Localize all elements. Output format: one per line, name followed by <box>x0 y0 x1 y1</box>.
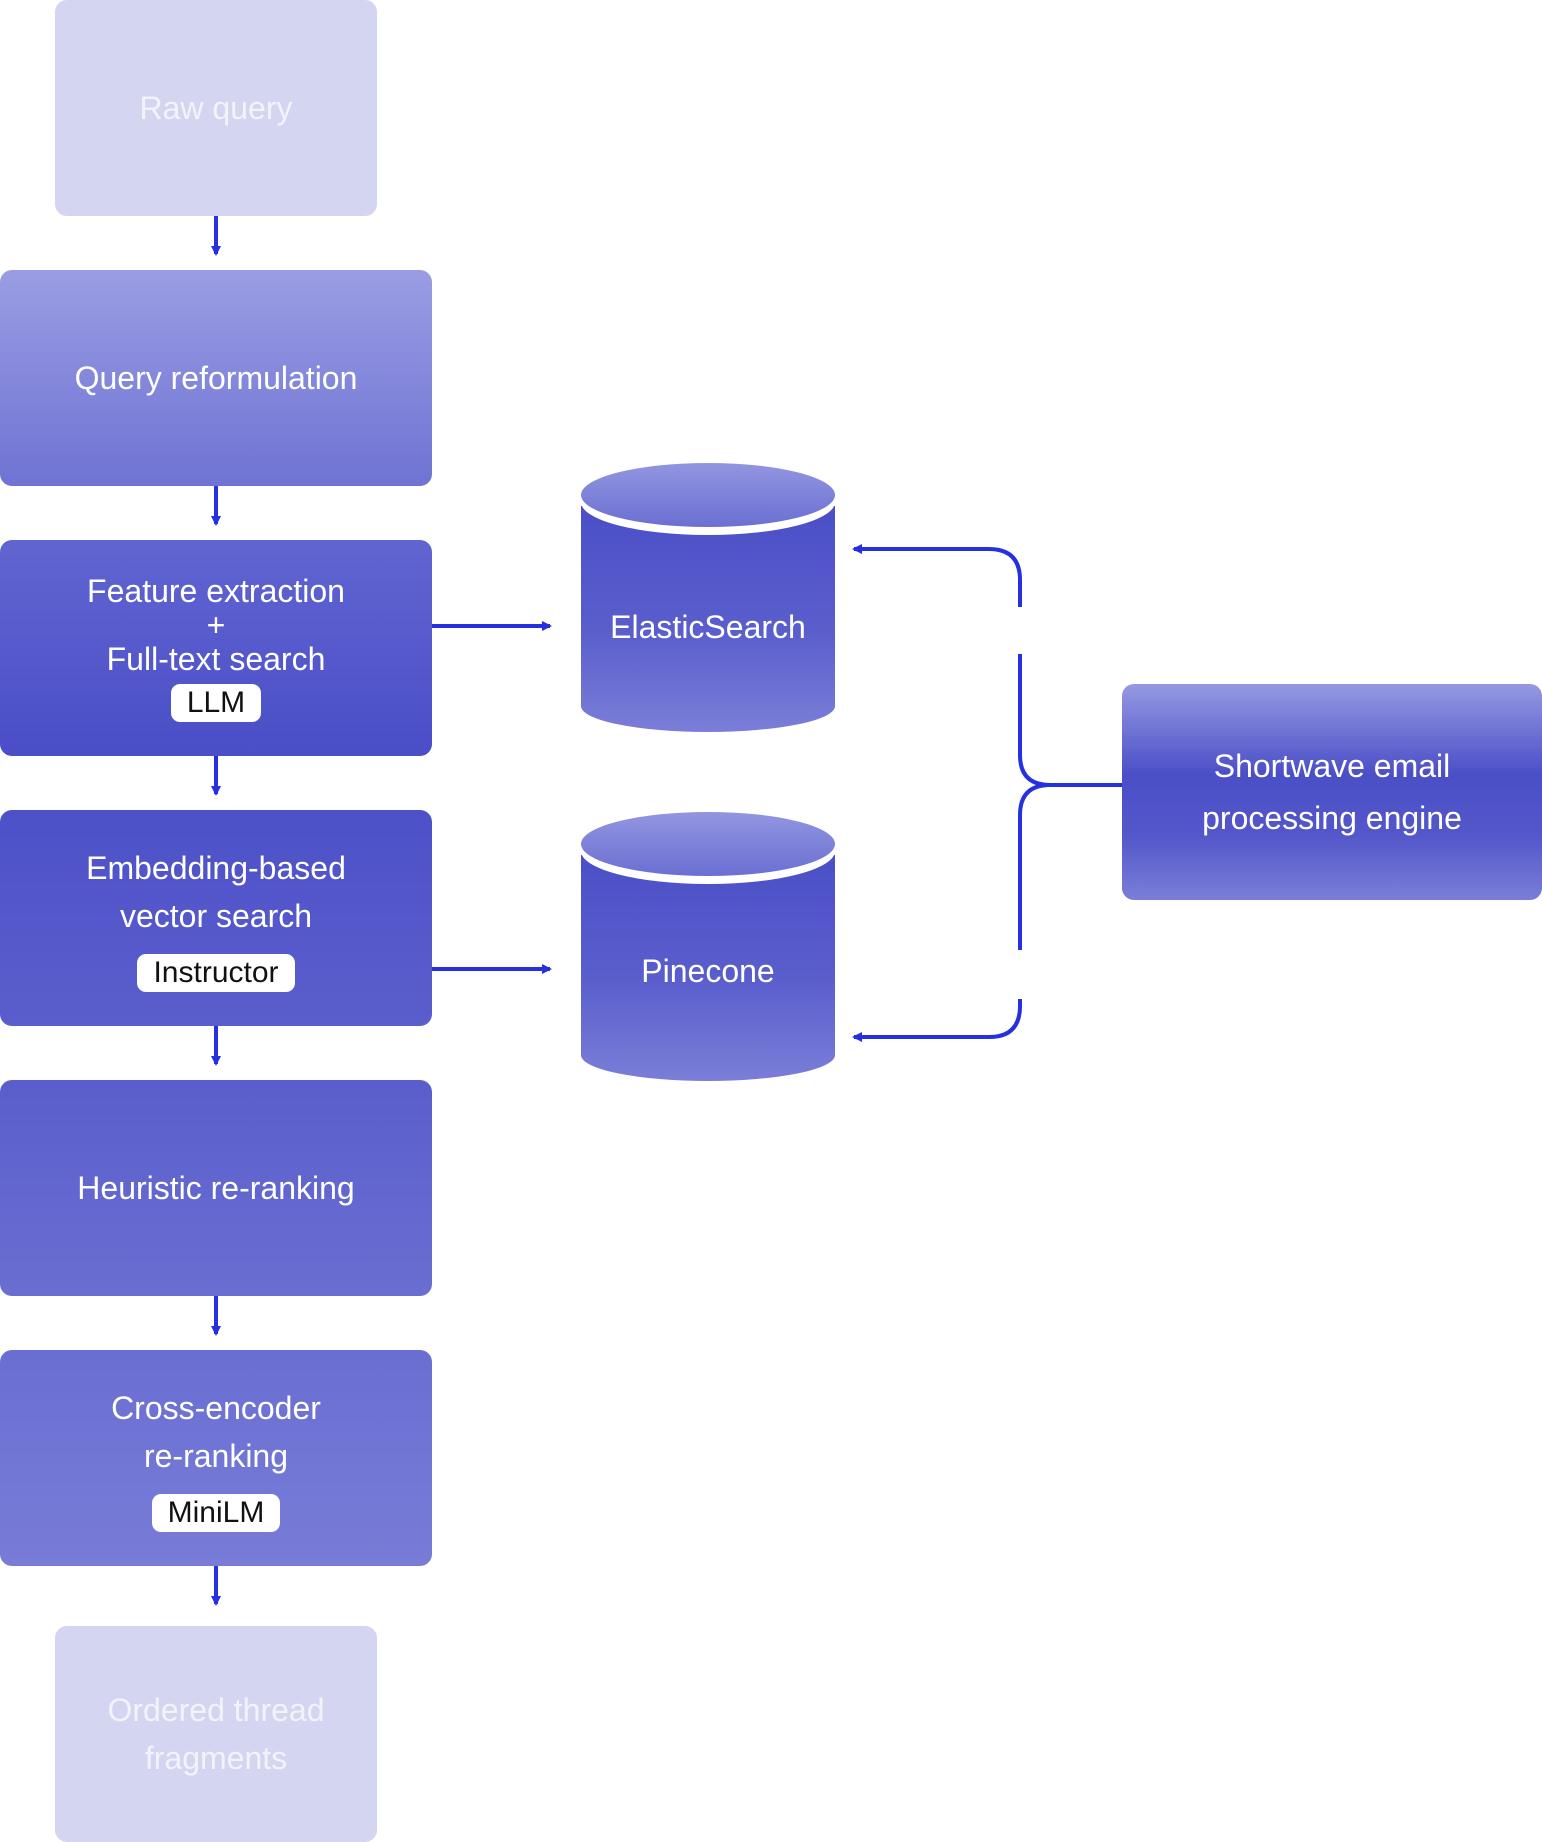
shortwave-engine-label: Shortwave email processing engine <box>1202 748 1462 836</box>
query-reformulation-box: Query reformulation <box>0 270 432 486</box>
cross-encoder-label: Cross-encoder re-ranking <box>111 1390 321 1474</box>
arrow-engine-to-pinecone <box>852 999 1022 1042</box>
heuristic-reranking-box: Heuristic re-ranking <box>0 1080 432 1296</box>
cross-encoder-box: Cross-encoder re-ranking MiniLM <box>0 1350 432 1566</box>
query-reformulation-label: Query reformulation <box>74 360 358 396</box>
engine-brace-lower <box>1018 783 1051 950</box>
shortwave-engine-box: Shortwave email processing engine <box>1122 684 1542 900</box>
llm-badge: LLM <box>170 684 262 722</box>
arrow-engine-to-elasticsearch <box>852 544 1022 607</box>
embedding-search-label: Embedding-based vector search <box>86 850 346 934</box>
feature-extraction-box: Feature extraction + Full-text search LL… <box>0 540 432 756</box>
elasticsearch-label: ElasticSearch <box>610 609 806 645</box>
raw-query-label: Raw query <box>139 90 293 126</box>
raw-query-box: Raw query <box>55 0 377 216</box>
embedding-search-box: Embedding-based vector search Instructor <box>0 810 432 1026</box>
minilm-badge: MiniLM <box>151 1494 281 1532</box>
pinecone-label: Pinecone <box>641 953 775 989</box>
elasticsearch-database-icon <box>581 463 835 732</box>
output-box: Ordered thread fragments <box>55 1626 377 1842</box>
engine-brace-upper <box>1018 654 1122 787</box>
feature-extraction-label: Feature extraction <box>87 573 345 609</box>
heuristic-reranking-label: Heuristic re-ranking <box>77 1170 355 1206</box>
instructor-badge: Instructor <box>137 954 295 992</box>
pinecone-database-icon <box>581 812 835 1081</box>
full-text-search-label: Full-text search <box>106 641 326 677</box>
feature-extraction-plus: + <box>206 607 226 643</box>
output-label: Ordered thread fragments <box>107 1692 325 1776</box>
